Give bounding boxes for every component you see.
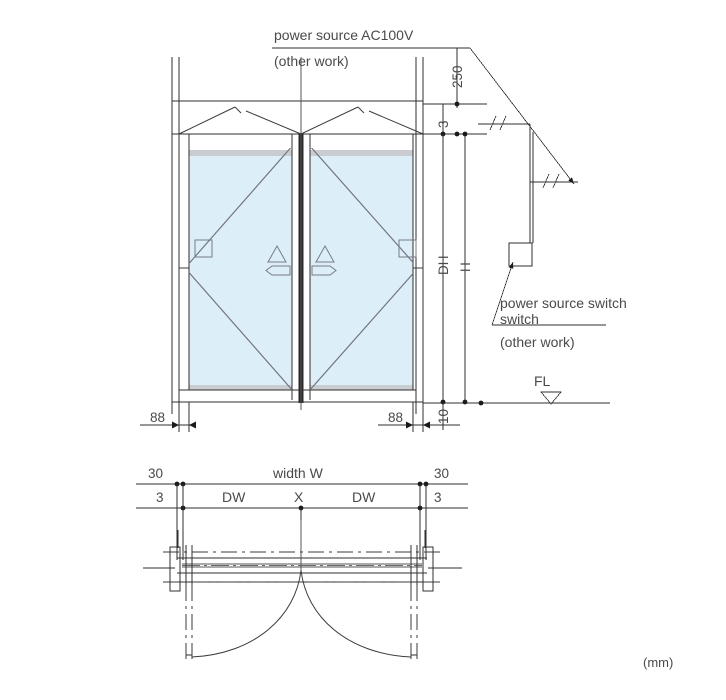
floor-level-dot	[478, 400, 484, 406]
dim-label-3-head: 3	[436, 120, 451, 128]
wall-block-right	[422, 546, 434, 592]
header-transom-lines	[172, 100, 423, 403]
plan-track-lines	[163, 551, 440, 583]
door-frame-jambs	[171, 57, 424, 414]
wall-block-left	[169, 546, 181, 592]
dim-right-jamb: 88	[378, 402, 430, 432]
dim-label-DH: DH	[436, 256, 451, 276]
transom-chevrons	[178, 106, 424, 135]
dim-left-jamb: 88	[140, 402, 196, 432]
door-swing-arcs	[191, 569, 412, 658]
power-source-note: power source AC100V	[274, 27, 414, 43]
door-glass-panels	[189, 150, 413, 390]
power-switch-note: power source switch	[500, 295, 627, 311]
dim-label-250: 250	[450, 65, 465, 88]
note-leader-line	[469, 47, 575, 185]
dim-overall-width: width W 30 30	[136, 465, 468, 487]
plan-view	[143, 520, 462, 660]
dim-opening-height: H	[458, 131, 473, 405]
dim-head-clearance: 3	[423, 104, 487, 138]
sliding-direction-symbols	[265, 244, 337, 276]
dim-label-3-right: 3	[434, 490, 442, 505]
dim-label-3-left: 3	[156, 490, 164, 505]
dim-door-height: DH	[436, 134, 451, 405]
floor-level-triangle	[540, 391, 562, 405]
rail-bottom-left	[189, 385, 292, 390]
dim-label-DW-right: DW	[352, 489, 376, 505]
dim-top-offset: 250	[423, 48, 487, 108]
dim-label-10: 10	[436, 409, 451, 424]
wire-break-mark-lower	[542, 173, 560, 189]
glass-panel-right	[310, 155, 413, 390]
direction-symbol-left	[265, 244, 291, 276]
floor-level-marker: FL	[423, 373, 610, 405]
dim-label-88-right: 88	[388, 410, 403, 425]
power-source-note-sub: (other work)	[274, 53, 349, 69]
plan-leaf-verticals	[177, 530, 426, 660]
power-switch-note-line2: switch	[500, 311, 539, 327]
leaf-swing-indicators	[179, 148, 423, 390]
handle-icon-right	[398, 239, 417, 258]
dim-label-H: H	[458, 262, 473, 272]
dim-label-30-right: 30	[434, 466, 449, 481]
switch-leader-line	[491, 261, 514, 326]
elevation-dimensions: 250 3 DH H 10	[140, 48, 487, 432]
dim-label-X: X	[294, 489, 304, 505]
rail-top-right	[310, 150, 413, 156]
power-source-note-group: power source AC100V (other work)	[272, 27, 575, 185]
wire-break-mark-top	[489, 115, 507, 131]
dim-label-88-left: 88	[150, 410, 165, 425]
elevation-view	[171, 57, 424, 414]
rail-bottom-right	[310, 385, 413, 390]
rail-top-left	[189, 150, 292, 156]
floor-level-label: FL	[534, 373, 551, 389]
power-switch-box	[508, 242, 533, 267]
handle-icon-left	[194, 239, 213, 258]
door-handle-symbols	[194, 239, 417, 258]
direction-symbol-right	[311, 244, 337, 276]
dim-label-width-W: width W	[272, 465, 324, 481]
units-note: (mm)	[643, 655, 673, 670]
glass-panel-left	[189, 155, 292, 390]
power-switch-note-sub: (other work)	[500, 334, 575, 350]
electrical-wiring: power source switch switch (other work)	[478, 115, 627, 350]
dim-leaf-widths: 3 DW X DW 3	[136, 489, 468, 511]
dim-label-30-left: 30	[148, 466, 163, 481]
dim-label-DW-left: DW	[222, 489, 246, 505]
